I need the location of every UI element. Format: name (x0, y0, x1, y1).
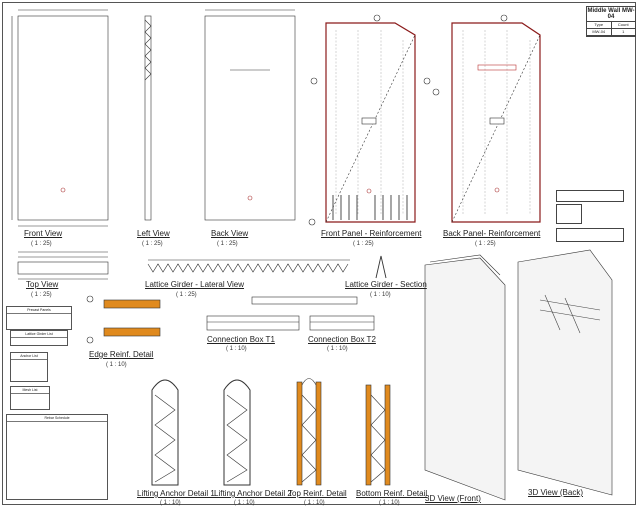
lifting-1-title: Lifting Anchor Detail 1 (137, 489, 215, 498)
conn-t2-title: Connection Box T2 (308, 335, 376, 344)
rebar-schedule-table: Rebar Schedule (6, 414, 108, 500)
edge-detail-title: Edge Reinf. Detail (89, 350, 154, 359)
sheet-border (2, 2, 636, 505)
top-reinf-drawing (296, 378, 322, 486)
front-panel-title: Front Panel - Reinforcement (321, 229, 422, 238)
anchor-table: Anchor List (10, 352, 48, 382)
lattice-girder-table: Lattice Girder List (10, 330, 68, 346)
precast-panels-table: Precast Panels (6, 306, 72, 330)
lifting-2-scale: ( 1 : 10) (234, 500, 255, 506)
lifting-2-title: Lifting Anchor Detail 2 (214, 489, 292, 498)
lattice-section-title: Lattice Girder - Section (345, 280, 427, 289)
lattice-lateral-title: Lattice Girder - Lateral View (145, 280, 245, 289)
bottom-reinf-drawing (365, 384, 391, 486)
top-reinf-scale: ( 1 : 10) (304, 500, 325, 506)
conn-t2-scale: ( 1 : 10) (327, 346, 348, 352)
note-box-3 (556, 228, 624, 242)
lifting-1-scale: ( 1 : 10) (160, 500, 181, 506)
lattice-section-drawing (375, 255, 387, 279)
front-view-drawing (11, 9, 109, 227)
front-view-title: Front View (24, 229, 63, 238)
back-panel-title: Back Panel- Reinforcement (443, 229, 541, 238)
3d-front-title: 3D View (Front) (425, 494, 481, 503)
edge-detail-scale: ( 1 : 10) (106, 362, 127, 368)
conn-t1-scale: ( 1 : 10) (226, 346, 247, 352)
left-view-drawing (144, 15, 152, 221)
3d-front-drawing (424, 254, 506, 501)
top-view-title: Top View (26, 280, 59, 289)
lattice-section-scale: ( 1 : 10) (370, 292, 391, 298)
top-reinf-title: Top Reinf. Detail (288, 489, 347, 498)
back-view-title: Back View (211, 229, 249, 238)
back-view-drawing (204, 9, 296, 221)
top-view-drawing (17, 251, 109, 280)
back-view-scale: ( 1 : 25) (217, 241, 238, 247)
left-view-title: Left View (137, 229, 170, 238)
back-panel-drawing (432, 14, 541, 223)
bottom-reinf-scale: ( 1 : 10) (379, 500, 400, 506)
front-view-scale: ( 1 : 25) (31, 241, 52, 247)
bottom-reinf-title: Bottom Reinf. Detail (356, 489, 428, 498)
conn-t1-title: Connection Box T1 (207, 335, 275, 344)
lattice-lateral-drawing (147, 259, 350, 273)
note-box-1 (556, 190, 624, 202)
front-panel-drawing (308, 14, 431, 226)
back-panel-scale: ( 1 : 25) (475, 241, 496, 247)
left-view-scale: ( 1 : 25) (142, 241, 163, 247)
connection-box-t1-drawing (206, 315, 300, 331)
note-box (251, 296, 358, 305)
mesh-table: Mesh List (10, 386, 50, 410)
edge-detail-drawing (86, 295, 161, 344)
lifting-anchor-2-drawing (223, 379, 251, 486)
note-box-2 (556, 204, 582, 224)
front-panel-scale: ( 1 : 25) (353, 241, 374, 247)
3d-back-drawing (517, 249, 613, 496)
lattice-lateral-scale: ( 1 : 25) (176, 292, 197, 298)
top-view-scale: ( 1 : 25) (31, 292, 52, 298)
3d-back-title: 3D View (Back) (528, 488, 583, 497)
connection-box-t2-drawing (309, 315, 375, 331)
lifting-anchor-1-drawing (151, 379, 179, 486)
